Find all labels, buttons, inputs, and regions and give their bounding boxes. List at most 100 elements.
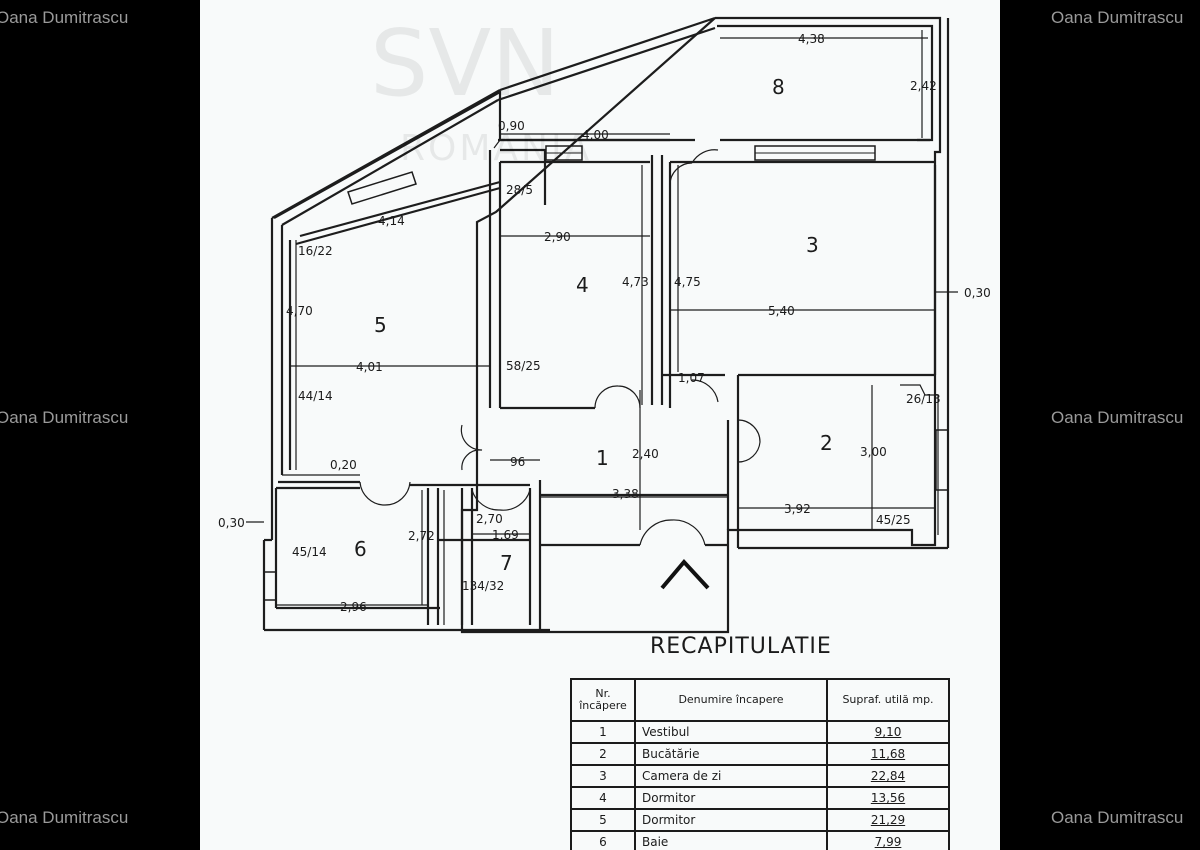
room-number-5: 5 — [374, 313, 387, 337]
door-swing — [460, 424, 483, 471]
room-number-6: 6 — [354, 537, 367, 561]
floor-plan: 8 3 4 5 1 2 6 7 4,38 2,42 0,90 4,00 4,14… — [218, 16, 991, 634]
dimension-label: 4,01 — [356, 360, 383, 374]
dimension-label: 16/22 — [298, 244, 333, 258]
balcony-outer-diagonal — [499, 16, 716, 92]
dimension-label: 1,07 — [678, 371, 705, 385]
dimension-label: 4,73 — [622, 275, 649, 289]
dimension-label: 0,90 — [498, 119, 525, 133]
window — [935, 429, 949, 491]
dimension-label: 3,92 — [784, 502, 811, 516]
dimension-label: 1,69 — [492, 528, 519, 542]
door-swing — [594, 385, 641, 409]
column-header: Denumire încapere — [634, 678, 828, 722]
table-cell: 21,29 — [826, 808, 950, 832]
room-number-4: 4 — [576, 273, 589, 297]
table-cell: Vestibul — [634, 720, 828, 744]
dimension-label: 134/32 — [462, 579, 504, 593]
table-cell: 11,68 — [826, 742, 950, 766]
dimension-label: 0,30 — [218, 516, 245, 530]
table-cell: 4 — [570, 786, 636, 810]
table-row: 6 Baie 7,99 — [570, 830, 950, 850]
table-cell: 5 — [570, 808, 636, 832]
table-row: 5 Dormitor 21,29 — [570, 808, 950, 832]
dimension-label: 58/25 — [506, 359, 541, 373]
dimension-label: 2,72 — [408, 529, 435, 543]
table-cell: Dormitor — [634, 808, 828, 832]
watermark-text: Oana Dumitrascu — [1051, 408, 1184, 427]
balcony-outer-diagonal — [271, 89, 501, 219]
balcony-inner-diagonal — [497, 26, 716, 102]
dimension-label: 4,14 — [378, 214, 405, 228]
dimension-label: 28/5 — [506, 183, 533, 197]
column-header: Nr. încăpere — [570, 678, 636, 722]
recap-title: RECAPITULATIE — [650, 634, 832, 659]
windows — [263, 145, 949, 601]
dimension-label: 4,38 — [798, 32, 825, 46]
door-swing — [359, 481, 411, 506]
dimension-label: 26/13 — [906, 392, 941, 406]
watermark-text: Oana Dumitrascu — [0, 8, 129, 27]
door-swing — [691, 149, 719, 164]
dimension-label: 4,70 — [286, 304, 313, 318]
table-cell: Dormitor — [634, 786, 828, 810]
dimension-label: 0,30 — [964, 286, 991, 300]
dimension-label: 96 — [510, 455, 525, 469]
recap-table: Nr. încăpere Denumire încapere Supraf. u… — [570, 678, 950, 850]
table-cell: 13,56 — [826, 786, 950, 810]
wall-line — [500, 148, 547, 205]
wall-line — [299, 180, 501, 238]
outer-wall-line — [460, 16, 942, 634]
watermark-text: Oana Dumitrascu — [0, 408, 129, 427]
door-swing — [639, 519, 706, 546]
wall-line — [900, 384, 939, 535]
table-cell: Bucătărie — [634, 742, 828, 766]
table-cell: 1 — [570, 720, 636, 744]
table-header-row: Nr. încăpere Denumire încapere Supraf. u… — [570, 678, 950, 722]
room-number-3: 3 — [806, 233, 819, 257]
table-cell: 7,99 — [826, 830, 950, 850]
table-cell: 2 — [570, 742, 636, 766]
dimension-label: 2,90 — [544, 230, 571, 244]
dimension-label: 44/14 — [298, 389, 333, 403]
table-cell: 22,84 — [826, 764, 950, 788]
door-swing — [471, 489, 531, 511]
dimension-label: 4,00 — [582, 128, 609, 142]
wall-line — [493, 139, 501, 149]
room-number-1: 1 — [596, 446, 609, 470]
watermark-text: Oana Dumitrascu — [1051, 808, 1184, 827]
balcony-diagonal-line — [273, 90, 695, 219]
watermark-text: Oana Dumitrascu — [1051, 8, 1184, 27]
floor-plan-sheet: 8 3 4 5 1 2 6 7 4,38 2,42 0,90 4,00 4,14… — [200, 0, 1000, 850]
column-header: Supraf. utilă mp. — [826, 678, 950, 722]
watermark-text: Oana Dumitrascu — [0, 808, 129, 827]
table-row: 4 Dormitor 13,56 — [570, 786, 950, 810]
table-row: 1 Vestibul 9,10 — [570, 720, 950, 744]
table-cell: Camera de zi — [634, 764, 828, 788]
wall-line — [295, 186, 501, 246]
table-cell: 3 — [570, 764, 636, 788]
north-arrow-icon — [660, 558, 710, 590]
dimension-label: 2,42 — [910, 79, 937, 93]
room-number-2: 2 — [820, 431, 833, 455]
table-row: 2 Bucătărie 11,68 — [570, 742, 950, 766]
dimension-label: 2,96 — [340, 600, 367, 614]
interior-walls — [274, 139, 939, 632]
dimension-label: 45/14 — [292, 545, 327, 559]
dimension-label: 5,40 — [768, 304, 795, 318]
dimension-label: 2,70 — [476, 512, 503, 526]
dimension-label: 0,20 — [330, 458, 357, 472]
table-row: 3 Camera de zi 22,84 — [570, 764, 950, 788]
table-cell: 9,10 — [826, 720, 950, 744]
room-number-8: 8 — [772, 75, 785, 99]
dimension-label: 2,40 — [632, 447, 659, 461]
window — [263, 571, 277, 601]
window — [347, 171, 417, 205]
door-swing — [737, 419, 761, 463]
table-cell: Baie — [634, 830, 828, 850]
dimension-label: 3,00 — [860, 445, 887, 459]
dimension-label: 4,75 — [674, 275, 701, 289]
door-swing — [691, 379, 719, 403]
room-number-7: 7 — [500, 551, 513, 575]
dimension-lines — [246, 30, 958, 625]
